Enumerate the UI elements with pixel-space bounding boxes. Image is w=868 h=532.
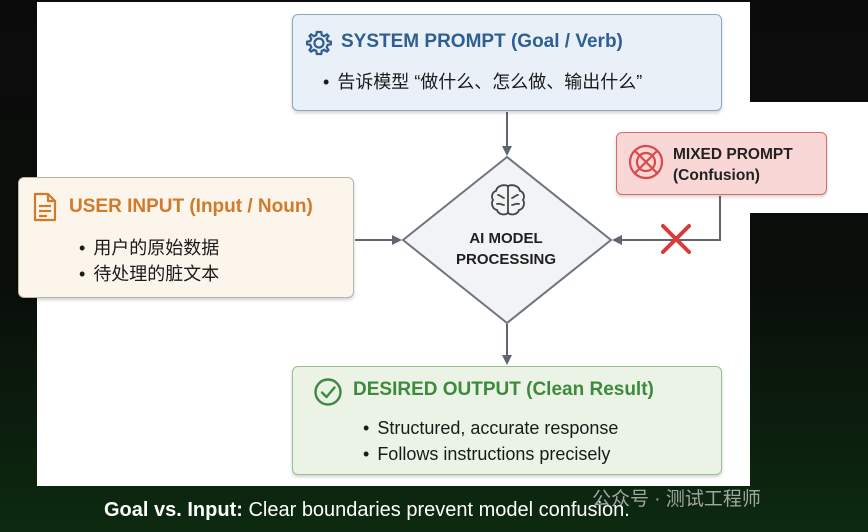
mixed-prompt-title: MIXED PROMPT (Confusion) <box>673 144 793 186</box>
blocked-x-icon <box>661 224 691 254</box>
desired-output-title: DESIRED OUTPUT (Clean Result) <box>353 379 654 400</box>
mixed-prompt-box <box>616 132 827 195</box>
blocked-icon <box>628 144 664 180</box>
processing-label-line1: AI MODEL <box>469 230 543 247</box>
mixed-prompt-title-line2: (Confusion) <box>673 167 760 184</box>
watermark: 公众号 · 测试工程师 <box>592 489 761 510</box>
processing-label: AI MODEL PROCESSING <box>436 228 576 270</box>
brain-icon <box>491 184 525 216</box>
document-icon <box>33 192 57 222</box>
gear-icon <box>306 30 332 56</box>
user-input-title: USER INPUT (Input / Noun) <box>69 196 313 217</box>
mixed-prompt-title-line1: MIXED PROMPT <box>673 146 793 163</box>
system-prompt-box <box>292 14 722 111</box>
check-circle-icon <box>314 378 342 406</box>
user-input-bullet-2: 待处理的脏文本 <box>79 260 219 286</box>
user-input-bullet-1: 用户的原始数据 <box>79 234 219 260</box>
caption-bold: Goal vs. Input: <box>104 499 243 521</box>
desired-output-bullet-1: Structured, accurate response <box>363 418 618 439</box>
processing-label-line2: PROCESSING <box>455 251 557 268</box>
desired-output-bullet-2: Follows instructions precisely <box>363 444 610 465</box>
caption: Goal vs. Input: Clear boundaries prevent… <box>104 499 630 522</box>
processing-diamond <box>401 155 613 325</box>
system-prompt-bullet: 告诉模型 “做什么、怎么做、输出什么” <box>323 68 642 94</box>
caption-text: Clear boundaries prevent model confusion… <box>242 499 630 521</box>
arrow-mixed-to-processing <box>612 196 721 245</box>
system-prompt-title: SYSTEM PROMPT (Goal / Verb) <box>341 31 623 52</box>
